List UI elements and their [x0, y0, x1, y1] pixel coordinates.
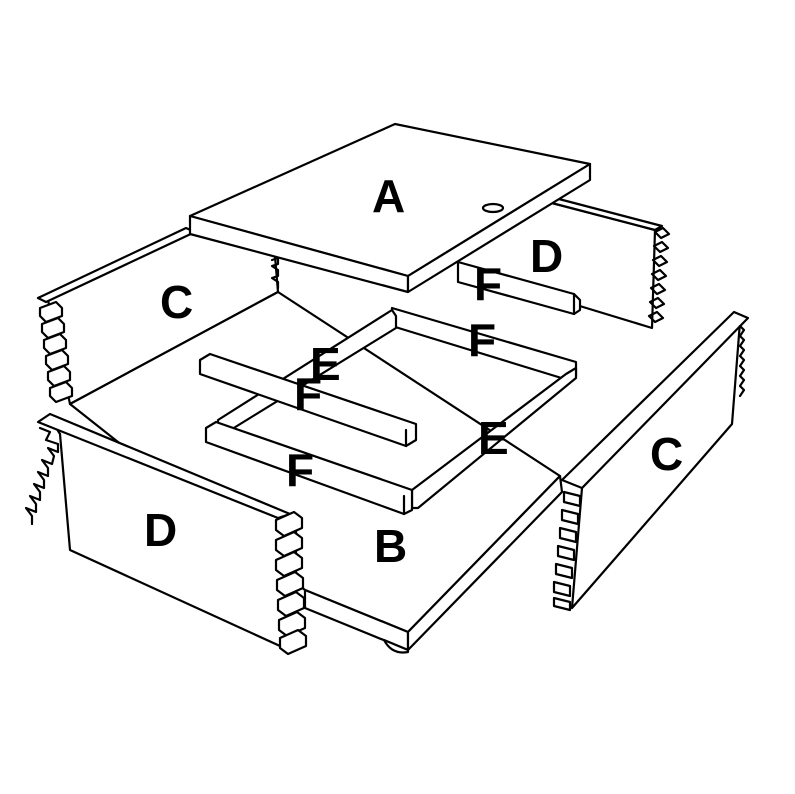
label-d-front: D [144, 504, 177, 556]
label-f-cross: F [294, 368, 322, 420]
label-e-left: E [310, 338, 341, 390]
label-f-front: F [286, 444, 314, 496]
finger-joints-d-front-right [274, 510, 308, 656]
panel-d-front [24, 412, 308, 656]
label-c-left: C [160, 276, 193, 328]
label-d-back: D [530, 230, 563, 282]
finger-joints-d-front-left [24, 426, 60, 526]
panel-a-lid [188, 122, 592, 294]
hole [481, 202, 505, 214]
finger-joints-c-right [552, 490, 582, 612]
label-f-top: F [468, 314, 496, 366]
label-c-right: C [650, 428, 683, 480]
label-f-back: F [474, 258, 502, 310]
foot [382, 638, 410, 654]
label-e-right: E [478, 412, 509, 464]
rail-f-back [456, 260, 582, 316]
label-b: B [374, 520, 407, 572]
label-a: A [372, 170, 405, 222]
finger-joints-d-back [647, 226, 671, 324]
frame-rails [198, 306, 578, 516]
finger-joints-c-left [38, 300, 74, 404]
panel-c-right [552, 310, 750, 612]
